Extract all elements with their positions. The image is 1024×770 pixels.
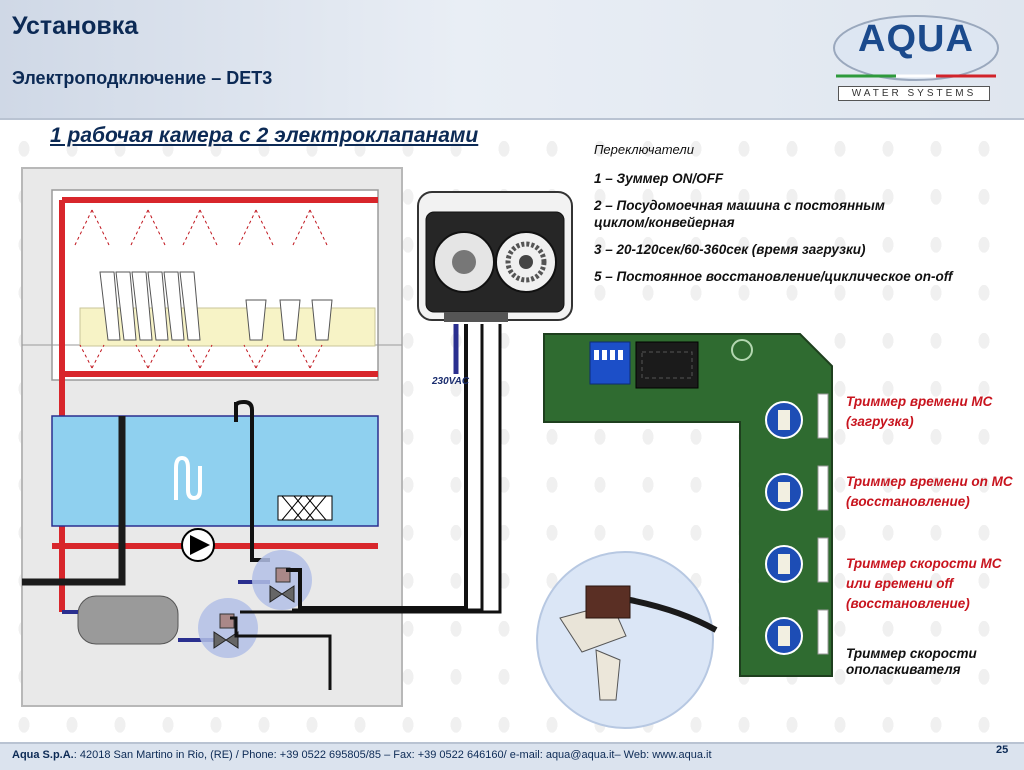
- trimmers-on-board: [765, 401, 803, 655]
- power-label: 230VAC: [432, 376, 470, 387]
- section-title: 1 рабочая камера с 2 электроклапанами: [50, 124, 479, 147]
- solenoid-valve-photo: [536, 551, 714, 729]
- trimmer-label-restore-off: Триммер скорости МС или времени off (вос…: [846, 556, 1002, 611]
- logo-tagline: WATER SYSTEMS: [838, 86, 990, 101]
- dip-switch-toggles: [594, 350, 623, 360]
- connector-header: [635, 341, 699, 389]
- switch-item: 2 – Посудомоечная машина с постоянным ци…: [594, 198, 885, 230]
- dip-switch-block: [589, 341, 631, 385]
- water-inlet-pipe: [22, 416, 126, 586]
- logo-name: AQUA: [858, 18, 974, 60]
- page-number: 25: [996, 744, 1009, 756]
- glasses: [245, 299, 333, 341]
- footer-company: Aqua S.p.A.: [12, 749, 74, 761]
- boiler: [77, 595, 179, 645]
- footer-band: [0, 742, 1024, 770]
- switches-heading: Переключатели: [594, 142, 694, 157]
- switches-list: 1 – Зуммер ON/OFF 2 – Посудомоечная маши…: [594, 170, 1014, 295]
- dosing-tube: [234, 399, 270, 562]
- filter-mesh: [281, 495, 327, 521]
- logo-ellipse-icon: [833, 15, 999, 81]
- switch-item: 3 – 20-120сек/60-360сек (время загрузки): [594, 242, 866, 257]
- valve-cable: [629, 597, 718, 633]
- footer-contact: : 42018 San Martino in Rio, (RE) / Phone…: [73, 749, 712, 761]
- board-labels: [817, 393, 829, 655]
- trimmer-label-restore-on: Триммер времени on МС (восстановление): [846, 474, 1013, 509]
- plates: [99, 271, 201, 341]
- footer: Aqua S.p.A.: 42018 San Martino in Rio, (…: [12, 749, 712, 761]
- heating-element: [174, 455, 202, 501]
- circuit-board: [543, 333, 833, 677]
- aqua-logo: AQUA WATER SYSTEMS: [832, 14, 1000, 104]
- page-title: Установка: [12, 12, 139, 40]
- trimmer-label-loading: Триммер времени МС (загрузка): [846, 394, 993, 429]
- spray-lines: [74, 209, 328, 369]
- filter: [277, 495, 333, 521]
- trimmer-label-rinse: Триммер скорости ополаскивателя: [846, 646, 977, 677]
- switch-item: 5 – Постоянное восстановление/циклическо…: [594, 269, 953, 284]
- switch-item: 1 – Зуммер ON/OFF: [594, 171, 724, 186]
- page-subtitle: Электроподключение – DET3: [12, 68, 273, 88]
- valve-coil: [585, 585, 631, 619]
